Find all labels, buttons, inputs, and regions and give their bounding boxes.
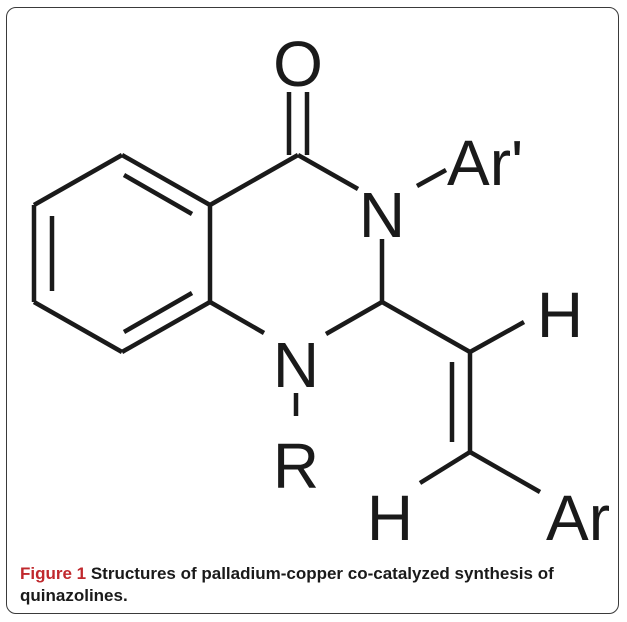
quinazolinone-structure: O N Ar' N R H H Ar bbox=[31, 28, 610, 554]
bond-ca-h bbox=[468, 320, 526, 354]
atom-nitrogen-1: N bbox=[273, 329, 319, 401]
figure-frame bbox=[6, 7, 619, 614]
bond-c4a-c5 bbox=[120, 153, 212, 207]
figure-caption: Figure 1 Structures of palladium-copper … bbox=[20, 563, 610, 607]
vinyl-group bbox=[380, 300, 542, 494]
carbonyl-group bbox=[286, 92, 310, 155]
atom-vinyl-h-top: H bbox=[537, 279, 583, 351]
bond-c5-c6 bbox=[32, 153, 124, 207]
atom-oxygen: O bbox=[273, 28, 323, 100]
atom-vinyl-h-bottom: H bbox=[367, 482, 413, 554]
atom-r-group: R bbox=[273, 430, 319, 502]
bond-c4-n3 bbox=[296, 153, 360, 191]
atom-nitrogen-3: N bbox=[359, 179, 405, 251]
bond-c2-n1 bbox=[324, 300, 384, 336]
figure-caption-text: Structures of palladium-copper co-cataly… bbox=[20, 564, 554, 605]
bond-c2-ca bbox=[380, 300, 472, 354]
bond-c8-c8a bbox=[120, 300, 212, 354]
pyrimidine-ring bbox=[208, 153, 385, 336]
bond-cb-h bbox=[418, 450, 472, 485]
benzene-ring bbox=[31, 153, 213, 354]
bond-inner-c8-c8a bbox=[122, 291, 194, 334]
bond-c4a-c4 bbox=[208, 153, 300, 207]
bond-n1-c8a bbox=[208, 300, 266, 335]
bond-n3-arprime bbox=[415, 168, 448, 188]
figure-label: Figure 1 bbox=[20, 564, 87, 583]
atom-aryl-prime: Ar' bbox=[447, 127, 523, 199]
atom-aryl: Ar bbox=[546, 482, 610, 554]
bond-cb-ar bbox=[468, 450, 542, 494]
bond-inner-c5-c4a bbox=[122, 173, 194, 216]
bond-c7-c8 bbox=[32, 300, 124, 354]
